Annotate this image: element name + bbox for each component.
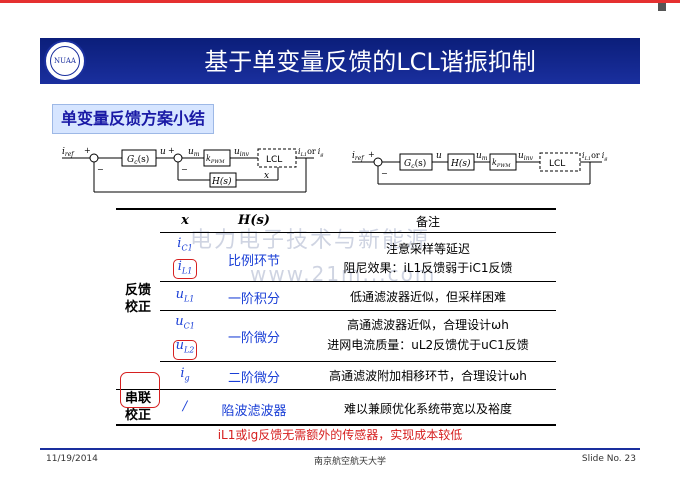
block-diagram-right: iref + − Gc(s) u H(s) um kPWM uinv LCL i… (352, 150, 607, 185)
h-derivative: 一阶微分 (227, 331, 280, 346)
footnote: iL1或ig反馈无需额外的传感器，实现成本较低 (217, 428, 463, 442)
footer-rule (40, 448, 640, 450)
gc-label: Gc(s) (127, 154, 149, 166)
iref-label: iref (352, 151, 365, 162)
header-x: x (181, 213, 189, 228)
highlight-box-series (120, 372, 160, 408)
group-series: 串联 校正 (124, 391, 151, 423)
slide-title: 基于单变量反馈的LCL谐振抑制 (204, 48, 536, 76)
section-subtitle: 单变量反馈方案小结 (52, 104, 215, 134)
lcl-block (539, 152, 581, 172)
um-label: um (476, 151, 488, 162)
sum-junction-2 (173, 153, 183, 163)
table-header-rule (160, 232, 556, 233)
var-none: / (182, 399, 188, 414)
row-rule-1 (160, 281, 556, 282)
group-feedback: 反馈 校正 (124, 283, 151, 315)
h-label: H(s) (211, 176, 232, 187)
h-second-derivative: 二阶微分 (227, 371, 280, 386)
corner-marker (658, 3, 666, 11)
note-row4: 高通滤波附加相移环节，合理设计ωh (329, 369, 527, 383)
highlight-box-ul2 (173, 340, 197, 360)
note-row2: 低通滤波器近似，但采样困难 (349, 290, 506, 304)
h-notch-filter: 陷波滤波器 (221, 404, 287, 419)
kpwm-label: kPWM (492, 158, 511, 169)
watermark-line-2: www.21m...com (250, 262, 437, 286)
kpwm-label: kPWM (206, 154, 225, 165)
lcl-label: LCL (266, 155, 282, 165)
h-integral: 一阶积分 (227, 292, 280, 307)
table-top-rule (116, 208, 556, 210)
note-row5: 难以兼顾优化系统带宽以及裕度 (343, 402, 512, 416)
u-minus: − (181, 165, 188, 174)
u-label: u (436, 151, 442, 161)
footer-university: 南京航空航天大学 (313, 457, 386, 467)
var-il1: iL1 (177, 259, 193, 276)
table-bottom-rule (116, 424, 556, 426)
lcl-label: LCL (549, 159, 565, 169)
logo-text: NUAA (50, 46, 80, 76)
var-ul2: uL2 (175, 338, 195, 355)
university-logo: NUAA (44, 40, 86, 82)
row-rule-2 (160, 310, 556, 311)
header-notes: 备注 (415, 215, 440, 229)
plus-sign: + (368, 150, 375, 159)
u-label: u (160, 147, 166, 157)
note-row1-line1: 注意采样等延迟 (385, 242, 470, 256)
h-proportional: 比例环节 (227, 254, 280, 269)
row-rule-3 (160, 361, 556, 362)
uinv-label: uinv (518, 151, 534, 162)
footer-slide-number: Slide No. 23 (581, 454, 636, 464)
header-hs: H(s) (238, 213, 270, 228)
uinv-label: uinv (234, 147, 250, 158)
minus-sign: − (97, 165, 104, 174)
footer-date: 11/19/2014 (46, 454, 98, 464)
plus-sign: + (84, 146, 91, 155)
gc-label: Gc(s) (404, 158, 426, 170)
x-label: x (264, 171, 269, 181)
um-label: um (188, 147, 200, 158)
sum-junction (373, 157, 383, 167)
sum-junction-1 (89, 153, 99, 163)
iref-label: iref (62, 147, 75, 158)
note-row1-line2: 阻尼效果：iL1反馈弱于iC1反馈 (343, 261, 513, 275)
var-ul1: uL1 (175, 287, 195, 304)
title-bar (40, 38, 640, 84)
var-ic1: iC1 (177, 236, 193, 253)
group-rule (116, 389, 556, 390)
var-uc1: uC1 (175, 314, 195, 331)
top-accent-line (0, 0, 680, 3)
highlight-box-il1 (173, 259, 197, 279)
hs-label: H(s) (450, 158, 471, 169)
block-diagram-left: iref + − Gc(s) u + − um kPWM uinv LCL iL… (62, 146, 323, 193)
var-ig: ig (180, 366, 190, 383)
note-row3-line1: 高通滤波器近似，合理设计ωh (347, 318, 509, 332)
note-row3-line2: 进网电流质量：uL2反馈优于uC1反馈 (327, 338, 529, 352)
u-plus: + (168, 146, 175, 155)
minus-sign: − (381, 169, 388, 178)
